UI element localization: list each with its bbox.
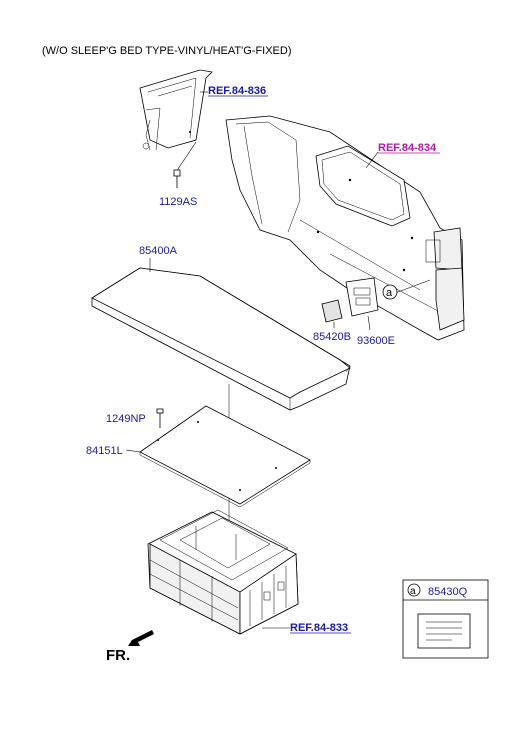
screw-1249np: [156, 408, 164, 428]
front-direction-arrow-icon: [128, 630, 154, 646]
callout-marker-label: a: [386, 287, 393, 299]
ref-84-834-label[interactable]: REF.84-834: [378, 142, 437, 154]
leader-93600e: [367, 315, 371, 331]
leader-ref-84-834: [365, 151, 379, 169]
legend-part-label[interactable]: 85430Q: [428, 586, 468, 598]
direction-label: FR.: [106, 647, 130, 664]
part-label-1129as[interactable]: 1129AS: [159, 196, 197, 208]
part-label-1249np[interactable]: 1249NP: [106, 413, 146, 425]
diagram-title: (W/O SLEEP'G BED TYPE-VINYL/HEAT'G-FIXED…: [42, 45, 292, 57]
switch-bracket-93600e: [345, 277, 379, 317]
ref-84-836-label[interactable]: REF.84-836: [208, 85, 266, 97]
part-label-85420b[interactable]: 85420B: [313, 331, 351, 343]
bed-panel-85400a: [91, 267, 351, 411]
leader-84151l: [125, 449, 141, 453]
legend-marker: a: [410, 586, 416, 597]
ref-84-833-label[interactable]: REF.84-833: [290, 622, 348, 634]
part-label-85400a[interactable]: 85400A: [139, 245, 178, 257]
part-label-93600e[interactable]: 93600E: [357, 335, 395, 347]
bolt-1129as: [173, 141, 197, 188]
rear-trim-panel: [225, 115, 465, 341]
storage-box: [147, 509, 299, 635]
part-label-84151l[interactable]: 84151L: [86, 445, 123, 457]
rear-panel-upper-left: [139, 69, 213, 151]
legend-box: [402, 579, 489, 659]
callout-marker-circle: [382, 284, 398, 300]
cover-85420b: [321, 299, 343, 323]
mat-84151l: [139, 405, 311, 508]
